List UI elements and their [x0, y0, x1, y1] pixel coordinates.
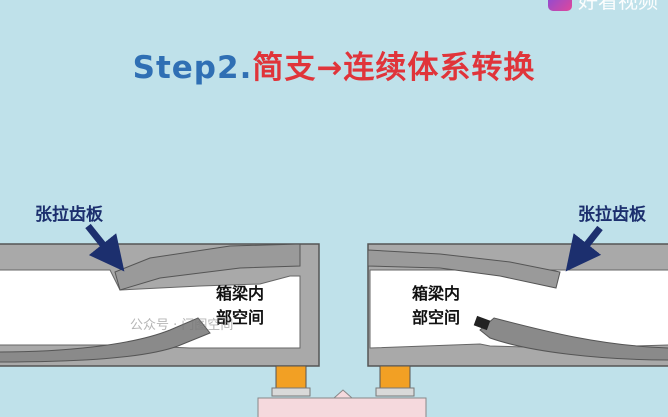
right-tooth-plate: [367, 249, 561, 289]
pier-notch: [332, 389, 354, 399]
anchor-mark: [473, 315, 491, 331]
title-main: 简支→连续体系转换: [252, 50, 536, 86]
watermark: 公众号 · 门图空间: [130, 318, 234, 333]
right-bearing: [379, 365, 411, 389]
right-bearing-base: [375, 387, 415, 397]
logo-text: 好看视频: [578, 0, 658, 13]
logo: 好看视频: [548, 0, 658, 13]
left-tooth-label: 张拉齿板: [35, 205, 103, 225]
left-bearing-base: [271, 387, 311, 397]
left-tendon: [0, 317, 211, 363]
left-box-label-line2: 部空间: [216, 308, 265, 327]
right-tendon: [479, 317, 668, 361]
page-title: Step2.简支→连续体系转换: [0, 42, 668, 87]
title-prefix: Step2.: [132, 50, 253, 86]
right-box-label: 箱梁内 部空间: [412, 282, 460, 330]
left-box-label: 箱梁内 部空间: [216, 282, 264, 330]
play-logo-icon: [548, 0, 572, 11]
right-tooth-arrow: [565, 225, 603, 272]
left-box-label-line1: 箱梁内: [216, 284, 265, 303]
pier-cap: [257, 397, 427, 417]
left-tooth-plate: [114, 243, 301, 291]
left-tooth-arrow: [85, 223, 125, 272]
right-box-label-line2: 部空间: [412, 308, 461, 327]
right-tooth-label: 张拉齿板: [578, 205, 646, 225]
left-bearing: [275, 365, 307, 389]
right-box-label-line1: 箱梁内: [412, 284, 461, 303]
